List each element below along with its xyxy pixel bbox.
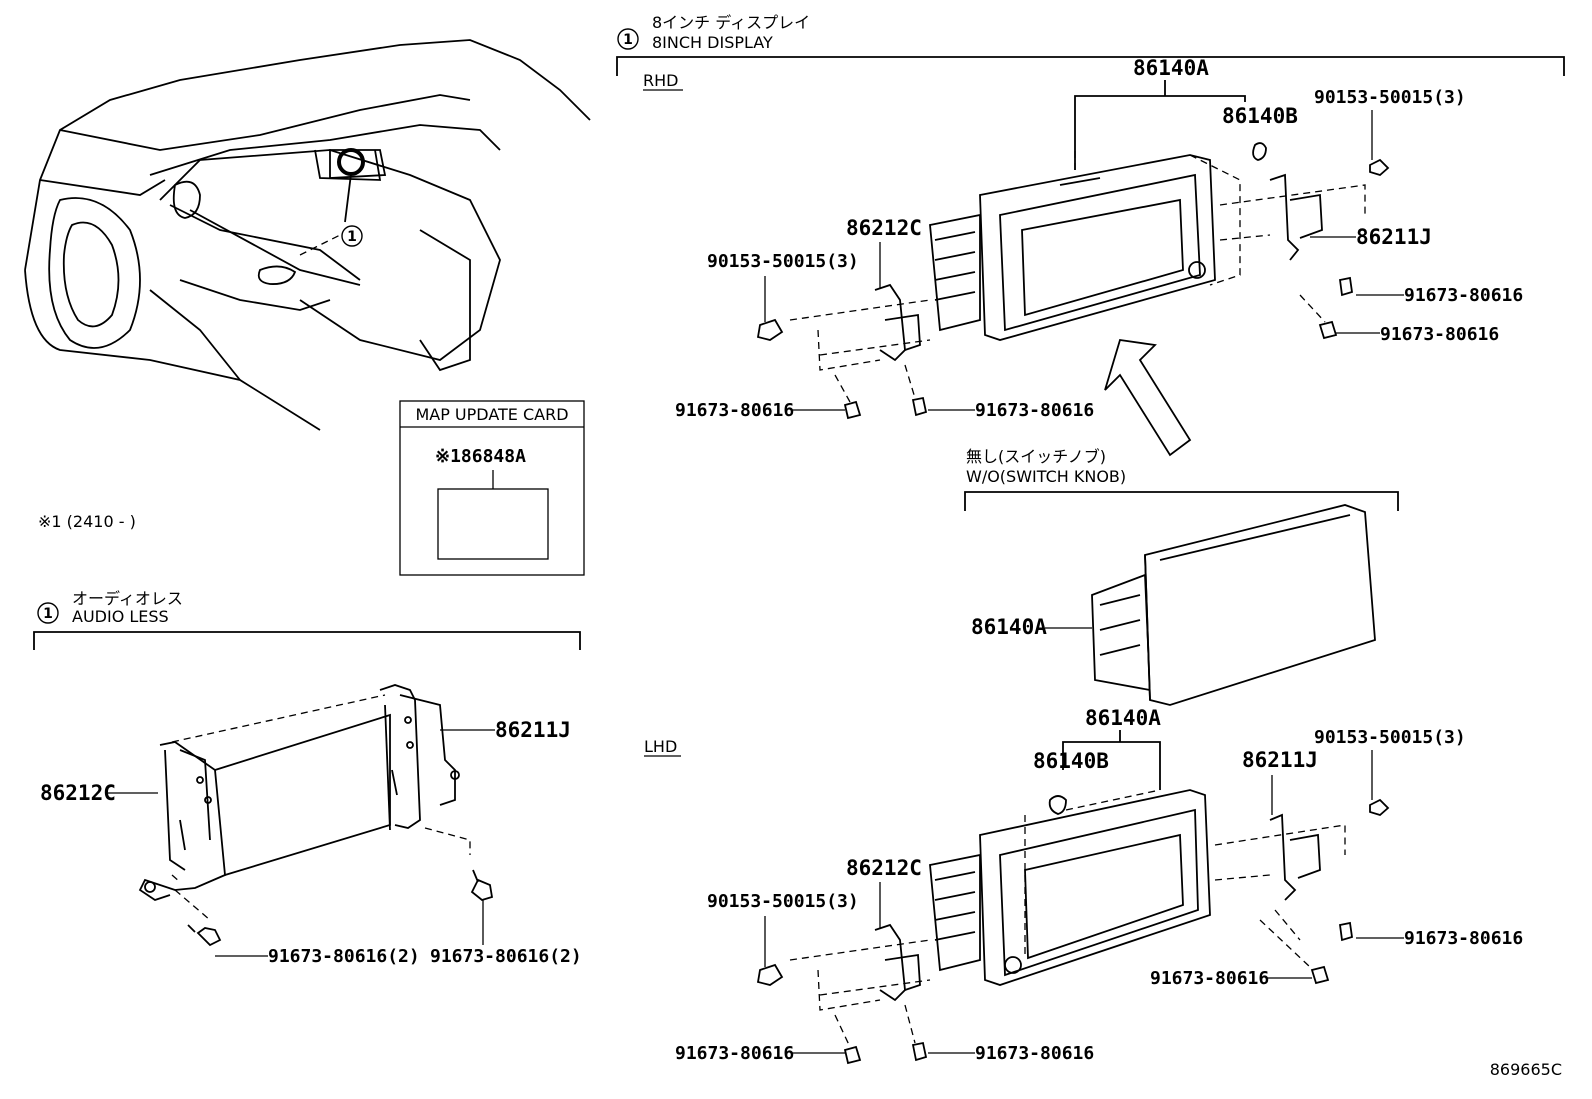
label-86140b-lhd: 86140B <box>1033 749 1109 773</box>
rhd-arrow <box>1104 338 1192 457</box>
rhd-labels: 86140A 86140B 90153-50015(3) 86212C 8621… <box>675 56 1523 421</box>
label-screw-lhd-left: 90153-50015(3) <box>707 891 859 912</box>
svg-text:1: 1 <box>347 229 357 245</box>
label-86140a-rhd: 86140A <box>1133 56 1209 80</box>
variant-rhd-label: RHD <box>643 71 678 90</box>
label-86212c-audioless: 86212C <box>40 781 116 805</box>
map-card-icon <box>437 488 549 560</box>
label-bolt-x2-right: 91673-80616(2) <box>430 946 582 967</box>
without-knob-title-en: W/O(SWITCH KNOB) <box>966 467 1126 486</box>
label-bolt-lhd-right-upper: 91673-80616 <box>1404 928 1523 949</box>
audio-less-title-jp: オーディオレス <box>72 589 183 608</box>
audio-less-frame-illustration <box>138 684 494 947</box>
label-bolt-rhd-left-lower: 91673-80616 <box>675 400 794 421</box>
label-86211j-audioless: 86211J <box>495 718 571 742</box>
map-update-card-box: MAP UPDATE CARD ※186848A <box>399 400 585 576</box>
illustration-id: 869665C <box>1490 1060 1562 1079</box>
label-bolt-rhd-right-lower: 91673-80616 <box>1380 324 1499 345</box>
label-86211j-lhd: 86211J <box>1242 748 1318 772</box>
label-screw-lhd-right: 90153-50015(3) <box>1314 727 1466 748</box>
label-86211j-rhd: 86211J <box>1356 225 1432 249</box>
label-bolt-rhd-right-upper: 91673-80616 <box>1404 285 1523 306</box>
lhd-labels: 86140A 86140B 86211J 90153-50015(3) 8621… <box>675 706 1523 1064</box>
label-screw-rhd-left: 90153-50015(3) <box>707 251 859 272</box>
label-86140a-lhd: 86140A <box>1085 706 1161 730</box>
variant-lhd-label: LHD <box>644 737 677 756</box>
lhd-display-illustration <box>756 789 1390 1065</box>
without-knob-header: 無し(スイッチノブ) W/O(SWITCH KNOB) <box>964 447 1399 511</box>
svg-text:1: 1 <box>43 606 53 622</box>
label-86140b-rhd: 86140B <box>1222 104 1298 128</box>
map-card-part-number: ※186848A <box>435 446 526 467</box>
without-knob-title-jp: 無し(スイッチノブ) <box>966 447 1106 466</box>
label-86212c-rhd: 86212C <box>846 216 922 240</box>
label-bolt-lhd-left-lower: 91673-80616 <box>675 1043 794 1064</box>
display-title-jp: 8インチ ディスプレイ <box>652 13 810 32</box>
serial-note: ※1 (2410 - ) <box>38 512 136 531</box>
display-section-header: 1 8インチ ディスプレイ 8INCH DISPLAY <box>616 13 1565 76</box>
label-bolt-lhd-right-lower: 91673-80616 <box>1150 968 1269 989</box>
label-bolt-rhd-center-lower: 91673-80616 <box>975 400 1094 421</box>
svg-text:1: 1 <box>623 32 633 48</box>
without-knob-display-illustration <box>1091 504 1376 706</box>
label-screw-rhd-right: 90153-50015(3) <box>1314 87 1466 108</box>
label-86140a-without-knob: 86140A <box>971 615 1047 639</box>
map-card-title: MAP UPDATE CARD <box>415 405 568 424</box>
car-interior-illustration <box>24 39 591 431</box>
display-title-en: 8INCH DISPLAY <box>652 33 773 52</box>
audio-less-labels: 86212C 86211J 91673-80616(2) 91673-80616… <box>40 718 582 967</box>
label-86212c-lhd: 86212C <box>846 856 922 880</box>
audio-less-title-en: AUDIO LESS <box>72 607 169 626</box>
rhd-display-illustration <box>756 142 1390 420</box>
label-bolt-lhd-center-lower: 91673-80616 <box>975 1043 1094 1064</box>
label-bolt-x2-left: 91673-80616(2) <box>268 946 420 967</box>
overview-callout: 1 <box>341 225 363 247</box>
audio-less-header: 1 オーディオレス AUDIO LESS <box>33 589 581 650</box>
